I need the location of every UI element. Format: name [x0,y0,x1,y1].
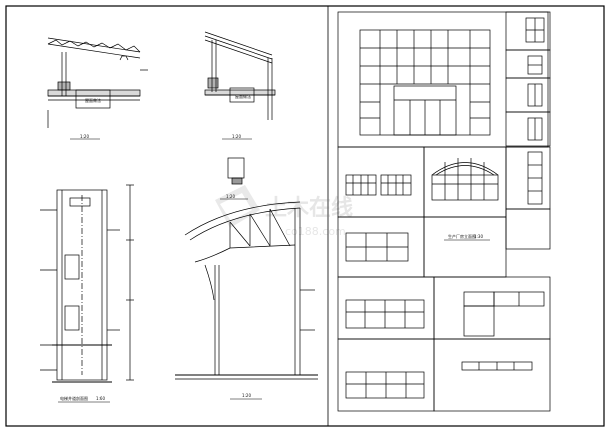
shaft-title: 电梯井道剖面图 [60,395,88,401]
window-schedule [337,11,551,412]
shaft-scale: 1:60 [96,396,105,401]
canopy-scale: 1:20 [242,393,251,398]
elevation-scale: 1:30 [474,234,483,239]
detail-a [47,37,148,128]
shaft-section [40,184,134,383]
detail-a-scale: 1:20 [80,134,89,139]
detail-c-scale: 1:20 [226,194,235,199]
detail-b-note: 屋面做法 [235,93,251,99]
sheet-border [5,5,605,427]
detail-c [227,157,245,185]
detail-a-note: 屋面做法 [85,97,101,103]
detail-b [204,31,276,120]
watermark-subtext: co188.com [285,225,346,238]
detail-b-scale: 1:20 [232,134,241,139]
elevation-title: 生产厂房立面图 [448,233,476,239]
canopy-section [175,201,318,380]
